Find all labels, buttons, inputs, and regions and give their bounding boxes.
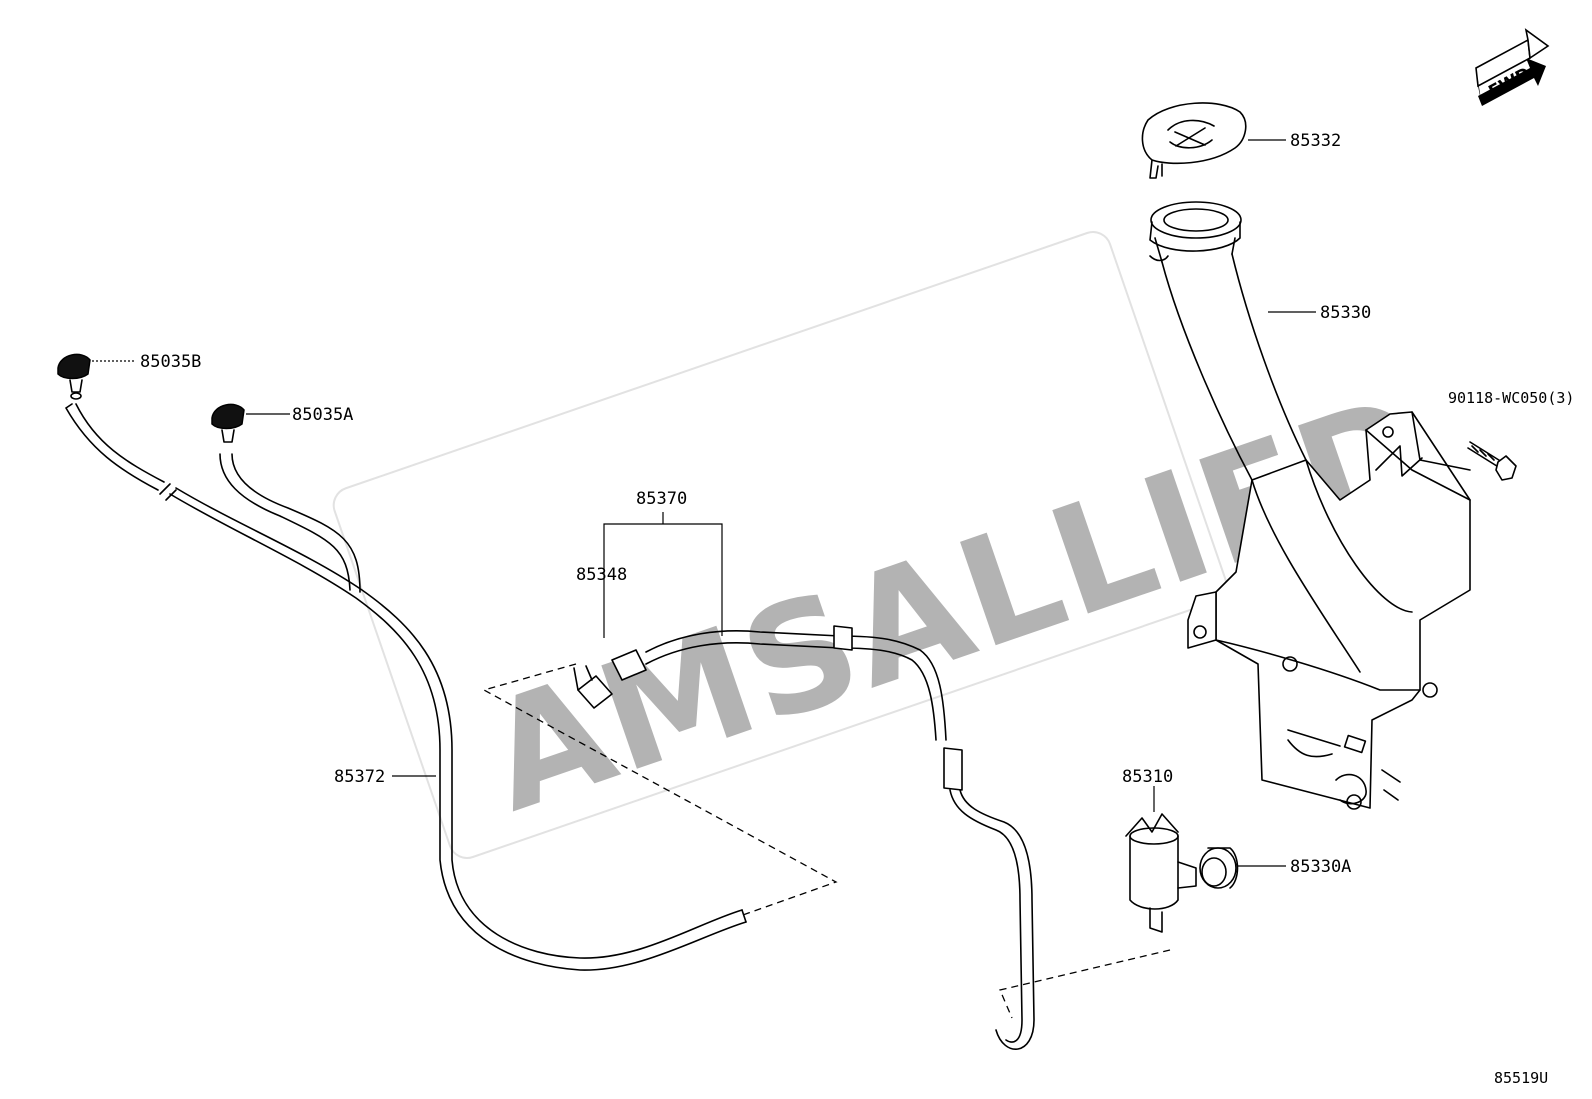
label-85332: 85332 (1290, 131, 1341, 151)
diagram-code: 85519U (1494, 1069, 1548, 1087)
label-90118: 90118-WC050(3) (1448, 389, 1574, 407)
washer-pump-85310: 85310 (1122, 767, 1197, 933)
label-85035A: 85035A (292, 405, 353, 425)
label-85348: 85348 (576, 565, 627, 585)
grommet-85330A: 85330A (1199, 847, 1351, 889)
label-85372: 85372 (334, 767, 385, 787)
bolt-90118: 90118-WC050(3) (1448, 389, 1574, 481)
dashed-connectors (482, 663, 1171, 1019)
washer-hose-85372: 85372 (65, 403, 747, 971)
label-85370: 85370 (636, 489, 687, 509)
label-85330: 85330 (1320, 303, 1371, 323)
label-85310: 85310 (1122, 767, 1173, 787)
filler-cap-85332: 85332 (1141, 102, 1341, 179)
hose-assembly-85370: 85370 85348 (573, 489, 1035, 1050)
washer-tank-85330: 85330 (1149, 201, 1471, 810)
label-85035B: 85035B (140, 352, 201, 372)
fwd-badge: FWD (1475, 28, 1550, 106)
label-85330A: 85330A (1290, 857, 1351, 877)
nozzle-85035B: 85035B (57, 352, 201, 400)
nozzle-85035A: 85035A (211, 403, 353, 443)
